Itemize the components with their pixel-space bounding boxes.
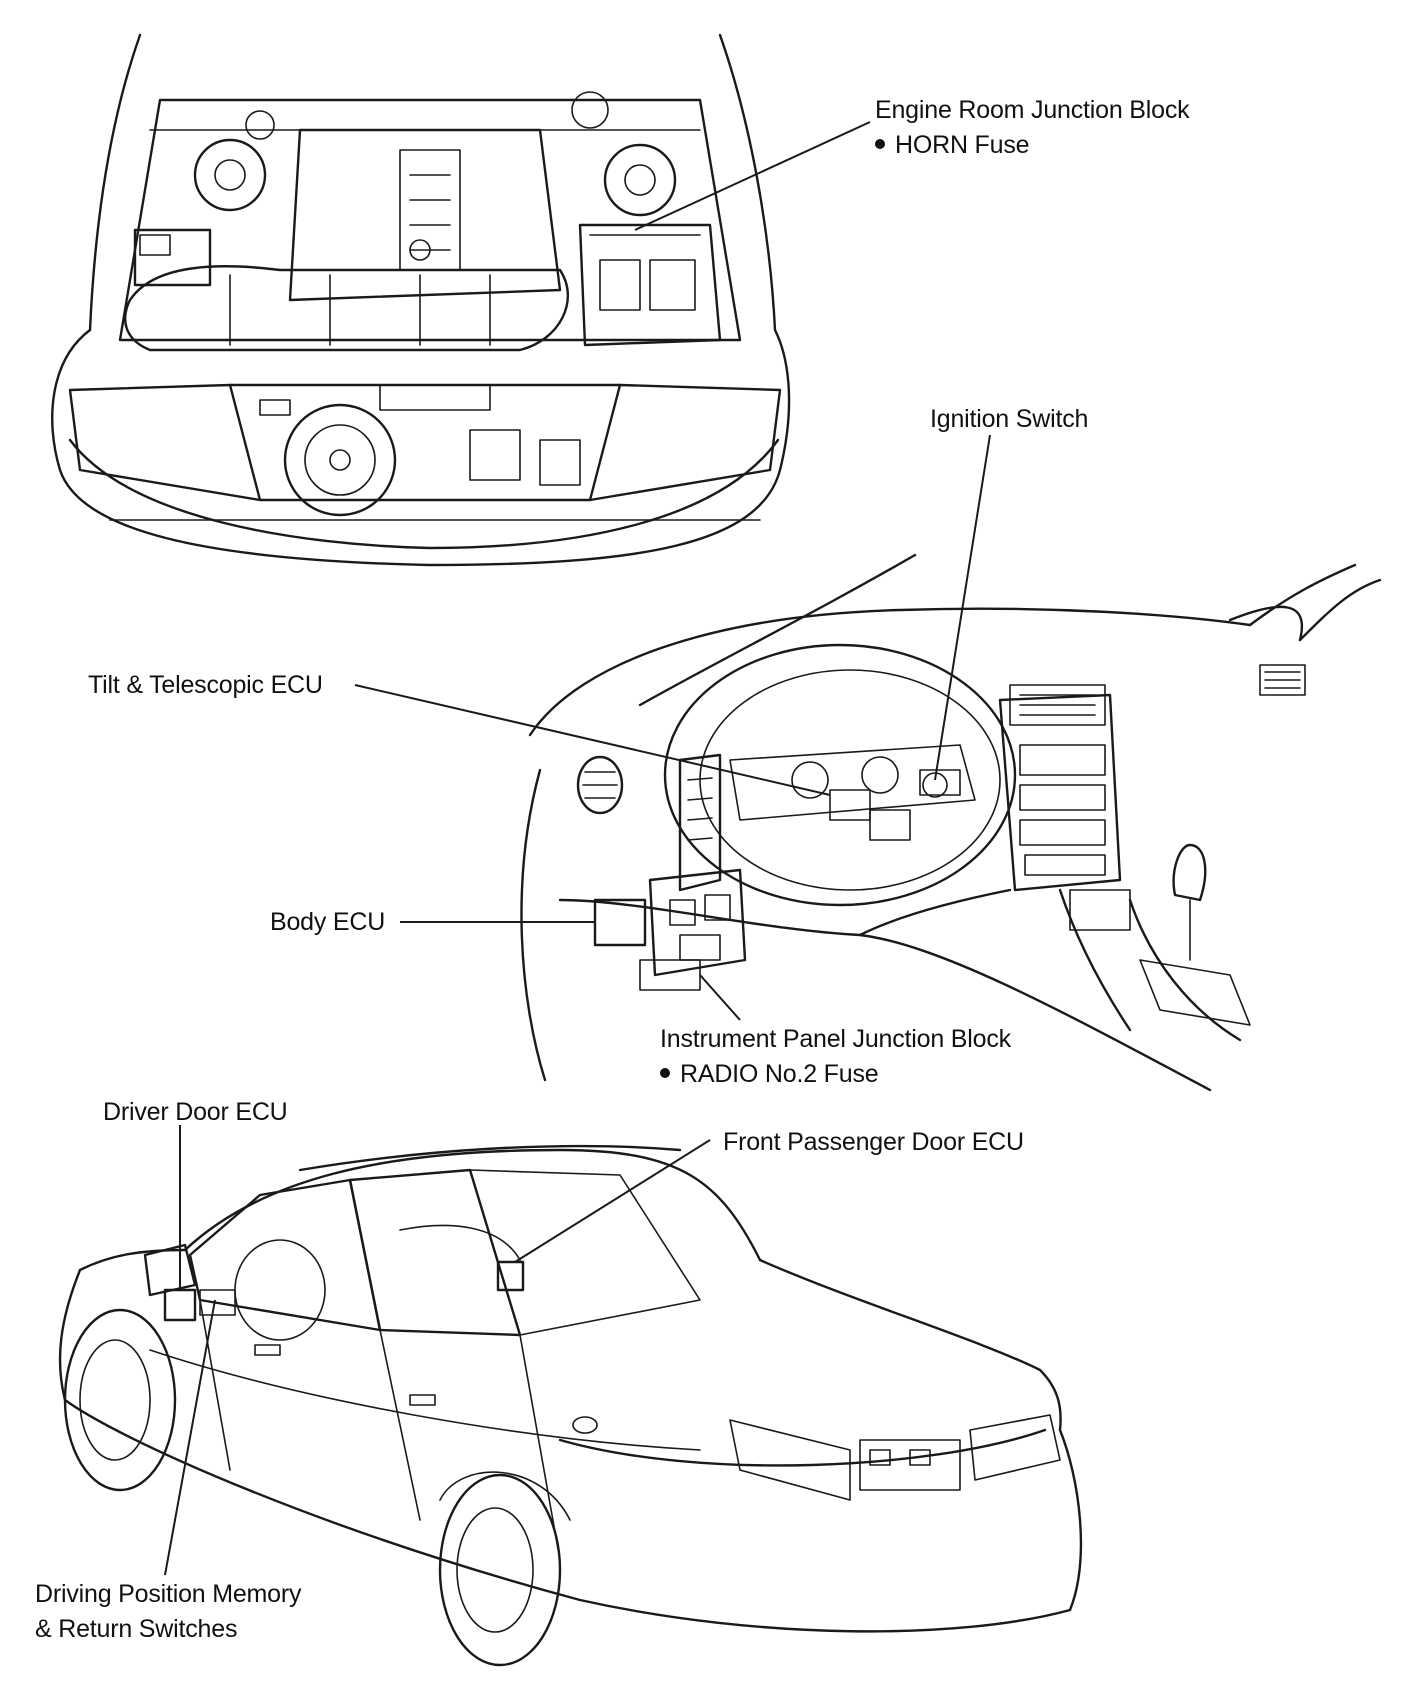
bullet-icon [875,139,885,150]
engine-compartment-drawing [51,33,791,567]
leader-front-passenger-door-ecu [514,1139,711,1263]
body-ecu-text: Body ECU [270,908,386,936]
horn-fuse-text: HORN Fuse [895,131,1030,159]
label-front-passenger-door-ecu: Front Passenger Door ECU [723,1125,1024,1159]
front-passenger-door-ecu-text: Front Passenger Door ECU [723,1128,1024,1156]
radio-no2-fuse-text: RADIO No.2 Fuse [680,1060,879,1088]
leader-tilt-telescopic-ecu [354,684,831,796]
leader-lines [164,121,991,1576]
driving-position-memory-text: Driving Position Memory [35,1580,302,1608]
label-engine-room-junction-block: Engine Room Junction Block [875,93,1190,127]
label-driving-position-memory: Driving Position Memory [35,1577,302,1611]
leader-instrument-panel-junction-block [699,974,741,1021]
bullet-icon [660,1068,670,1079]
label-return-switches: & Return Switches [35,1612,237,1646]
label-body-ecu: Body ECU [270,905,385,939]
leader-engine-room-junction-block [634,121,871,231]
return-switches-text: & Return Switches [35,1615,238,1643]
leader-ignition-switch [934,434,991,781]
engine-room-junction-block-text: Engine Room Junction Block [875,96,1190,124]
sedan-drawing [58,1144,1083,1667]
label-driver-door-ecu: Driver Door ECU [103,1095,288,1129]
ignition-switch-text: Ignition Switch [930,405,1089,433]
instrument-panel-drawing [520,553,1382,1092]
label-tilt-telescopic-ecu: Tilt & Telescopic ECU [88,668,323,702]
label-ignition-switch: Ignition Switch [930,402,1088,436]
label-radio-no2-fuse: RADIO No.2 Fuse [660,1057,879,1091]
driver-door-ecu-text: Driver Door ECU [103,1098,288,1126]
label-instrument-panel-junction-block: Instrument Panel Junction Block [660,1022,1011,1056]
label-horn-fuse: HORN Fuse [875,128,1030,162]
tilt-telescopic-ecu-text: Tilt & Telescopic ECU [88,671,323,699]
instrument-panel-junction-block-text: Instrument Panel Junction Block [660,1025,1011,1053]
leader-driving-position-memory [164,1299,216,1576]
